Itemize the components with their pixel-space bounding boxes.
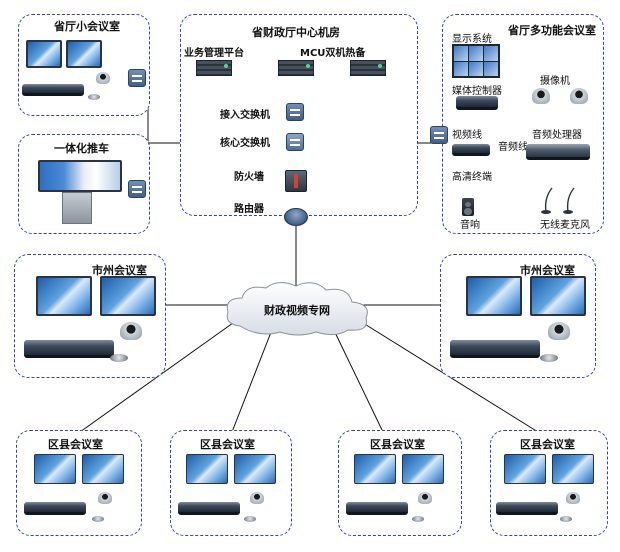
speaker-icon bbox=[462, 198, 474, 216]
audio-processor-label: 音频处理器 bbox=[532, 130, 582, 141]
router-label: 路由器 bbox=[234, 204, 264, 215]
cart-stand bbox=[62, 192, 92, 224]
access-switch-label: 接入交换机 bbox=[220, 110, 270, 121]
media-controller-device bbox=[456, 96, 498, 110]
central-machine-room-title: 省财政厅中心机房 bbox=[252, 26, 340, 39]
city-room-left-title: 市州会议室 bbox=[92, 264, 147, 277]
county-room-4-title: 区县会议室 bbox=[520, 438, 575, 451]
monitor bbox=[66, 40, 102, 68]
video-terminal bbox=[22, 84, 84, 96]
video-network-cloud bbox=[226, 282, 368, 336]
wireless-mic-icon bbox=[541, 187, 575, 214]
media-controller-label: 媒体控制器 bbox=[452, 86, 502, 97]
video-terminal bbox=[178, 502, 240, 515]
multifunction-room-title: 省厅多功能会议室 bbox=[508, 24, 596, 37]
video-line-label: 视频线 bbox=[452, 130, 482, 141]
hd-terminal-label: 高清终端 bbox=[452, 172, 492, 183]
camera-icon bbox=[532, 88, 550, 104]
monitor bbox=[354, 454, 396, 484]
monitor bbox=[504, 454, 546, 484]
cart-screen bbox=[38, 160, 122, 192]
audio-line-label: 音频线 bbox=[498, 142, 528, 153]
camera-icon bbox=[120, 322, 142, 340]
video-terminal bbox=[24, 502, 86, 515]
speaker-label: 音响 bbox=[460, 220, 480, 231]
switch-icon bbox=[128, 180, 146, 198]
firewall-label: 防火墙 bbox=[234, 172, 264, 183]
monitor bbox=[186, 454, 228, 484]
microphone-icon bbox=[92, 516, 104, 522]
microphone-icon bbox=[110, 354, 128, 362]
county-room-1-title: 区县会议室 bbox=[48, 438, 103, 451]
microphone-icon bbox=[244, 516, 256, 522]
monitor bbox=[466, 276, 522, 316]
switch-icon bbox=[430, 126, 448, 144]
camera-icon bbox=[566, 492, 580, 504]
mcu-server-1 bbox=[278, 60, 314, 76]
microphone-icon bbox=[560, 516, 572, 522]
monitor bbox=[36, 276, 92, 316]
camera-icon bbox=[418, 492, 432, 504]
router-icon bbox=[284, 208, 308, 226]
hd-terminal-device bbox=[452, 144, 490, 156]
mcu-label: MCU双机热备 bbox=[300, 48, 366, 59]
camera-label: 摄像机 bbox=[540, 76, 570, 87]
microphone-icon bbox=[412, 516, 424, 522]
county-room-2-title: 区县会议室 bbox=[200, 438, 255, 451]
monitor bbox=[82, 454, 124, 484]
management-server bbox=[196, 60, 232, 76]
monitor bbox=[552, 454, 594, 484]
microphone-icon bbox=[540, 354, 558, 362]
camera-icon bbox=[98, 492, 112, 504]
display-wall bbox=[452, 44, 500, 78]
monitor bbox=[100, 276, 156, 316]
county-room-3-title: 区县会议室 bbox=[370, 438, 425, 451]
monitor bbox=[234, 454, 276, 484]
firewall-icon bbox=[285, 170, 307, 192]
monitor bbox=[530, 276, 586, 316]
core-switch-label: 核心交换机 bbox=[220, 138, 270, 149]
audio-processor-device bbox=[526, 144, 590, 160]
integrated-cart-title: 一体化推车 bbox=[54, 142, 109, 155]
monitor bbox=[26, 40, 62, 68]
city-room-right-title: 市州会议室 bbox=[520, 264, 575, 277]
camera-icon bbox=[250, 492, 264, 504]
small-meeting-room-title: 省厅小会议室 bbox=[54, 20, 120, 33]
access-switch-icon bbox=[286, 103, 304, 121]
video-network-label: 财政视频专网 bbox=[264, 304, 330, 317]
wireless-mic-label: 无线麦克风 bbox=[540, 220, 590, 231]
switch-icon bbox=[128, 69, 146, 87]
video-terminal bbox=[450, 340, 540, 358]
mcu-server-2 bbox=[350, 60, 386, 76]
monitor bbox=[34, 454, 76, 484]
camera-icon bbox=[96, 72, 110, 84]
camera-icon bbox=[570, 88, 588, 104]
video-terminal bbox=[496, 502, 558, 515]
video-terminal bbox=[24, 340, 114, 358]
microphone-icon bbox=[88, 94, 100, 100]
video-terminal bbox=[346, 502, 408, 515]
monitor bbox=[402, 454, 444, 484]
display-system-label: 显示系统 bbox=[452, 34, 492, 45]
platform-label: 业务管理平台 bbox=[184, 48, 244, 59]
camera-icon bbox=[548, 322, 570, 340]
core-switch-icon bbox=[286, 133, 304, 151]
